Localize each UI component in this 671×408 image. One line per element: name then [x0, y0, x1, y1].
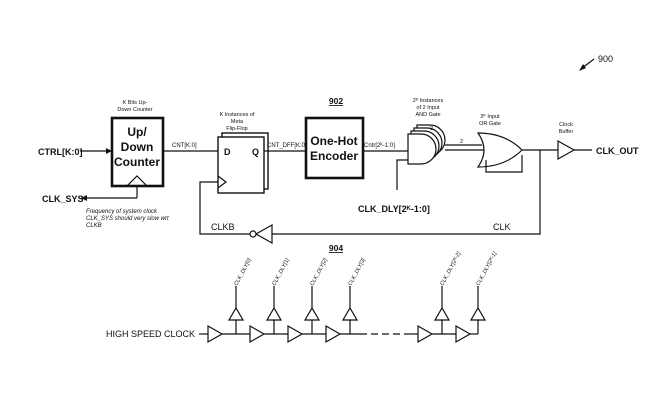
flipflop-caption-line1: K Instances of [220, 112, 255, 118]
clock-buffer-caption-line1: Clock [559, 122, 573, 128]
clock-buffer [557, 139, 576, 161]
ctrl-input-label: CTRL[K:0] [38, 147, 83, 157]
counter-title-line2: Down [121, 140, 154, 154]
counter-caption-line1: K Bits Up- [123, 100, 148, 106]
or-gate-index-mark: 2 [460, 139, 463, 145]
clkb-label: CLKB [211, 222, 235, 232]
flipflop-pin-d: D [224, 147, 231, 157]
tap-label-4: CLK_DLY[2ᴷ-2] [439, 250, 463, 287]
flipflop-clock-triangle [217, 175, 227, 189]
encoder-title-line1: One-Hot [310, 134, 357, 148]
note-line1: Frequency of system clock [86, 209, 158, 215]
clk-sys-label: CLK_SYS [42, 194, 84, 204]
clk-feedback-label: CLK [493, 222, 511, 232]
tap-label-1: CLK_DLY[1] [271, 257, 291, 287]
and-gate-stack [407, 124, 446, 165]
counter-title-line1: Up/ [127, 125, 147, 139]
counter-clock-triangle [126, 175, 148, 187]
clk-out-label: CLK_OUT [596, 146, 639, 156]
or-caption-line2: OR Gate [479, 121, 501, 127]
or-gate [476, 132, 523, 168]
encoder-title-line2: Encoder [310, 149, 358, 163]
note-line2: CLK_SYS should very slow wrt [86, 216, 169, 222]
figure-pointer-arrow [579, 58, 595, 71]
flipflop-block [217, 136, 265, 194]
counter-title-line3: Counter [114, 155, 160, 169]
and-caption-line2: of 2 Input [417, 105, 440, 111]
and-gate-index-mark: 2 [430, 126, 433, 132]
flipflop-pin-q: Q [252, 147, 259, 157]
tap-label-5: CLK_DLY[2ᴷ-1] [475, 250, 499, 287]
clock-buffer-caption-line2: Buffer [559, 129, 574, 135]
or-caption-line1: 2ᴷ Input [480, 113, 500, 120]
and-caption-line1: 2ᴷ Instances [413, 97, 444, 104]
section-number-902: 902 [329, 96, 343, 106]
figure-number: 900 [598, 54, 613, 64]
cnt-bus-label: CNT[K:0] [172, 143, 197, 149]
clk-dly-bus-label: CLK_DLY[2ᴷ-1:0] [358, 204, 430, 214]
counter-caption-line2: Down Counter [117, 107, 152, 113]
flipflop-caption-line2: Meta [231, 119, 244, 125]
note-line3: CLKB [86, 223, 102, 229]
flipflop-caption-line3: Flip-Flop [226, 126, 247, 132]
tap-label-3: CLK_DLY[3] [347, 257, 367, 287]
tap-label-0: CLK_DLY[0] [233, 257, 253, 287]
one-hot-encoder-block [304, 116, 365, 180]
section-number-904: 904 [329, 243, 343, 253]
and-caption-line3: AND Gate [415, 112, 440, 118]
delay-line-main-buffers [207, 324, 478, 344]
cntr-bus-label: Cntr[2ᴷ-1:0] [364, 142, 395, 149]
cnt-dff-bus-label: CNT_DFF[K:0] [267, 143, 307, 149]
ctrl-input-arrow [106, 148, 112, 154]
delay-line-tap-buffers [227, 286, 487, 334]
high-speed-clock-label: HIGH SPEED CLOCK [106, 329, 195, 339]
clkb-inverter [254, 223, 273, 245]
up-down-counter-block [110, 116, 165, 188]
clk-sys-arrow [81, 195, 87, 201]
tap-label-2: CLK_DLY[2] [309, 257, 329, 287]
